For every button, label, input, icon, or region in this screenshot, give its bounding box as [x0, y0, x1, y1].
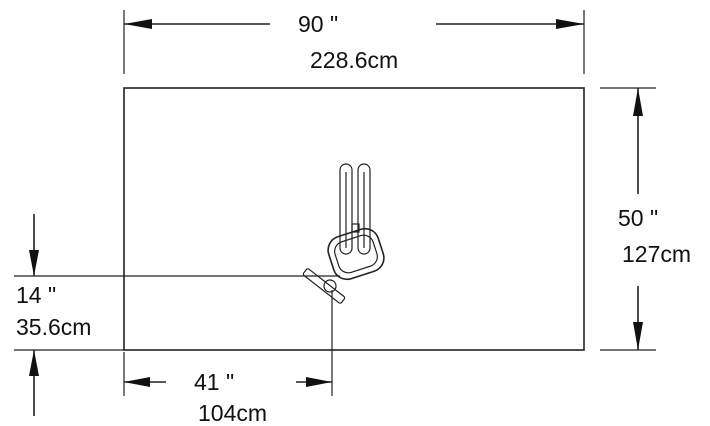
- offset-horizontal-dimension: 41 " 104cm: [123, 290, 333, 426]
- depth-dimension: 50 " 127cm: [600, 87, 691, 351]
- offset-horizontal-arrow-right: [306, 377, 332, 387]
- offset-vertical-arrow-bottom: [29, 350, 39, 376]
- offset-vertical-cm-label: 35.6cm: [16, 314, 91, 340]
- depth-inches-label: 50 ": [618, 205, 658, 231]
- depth-arrow-top: [633, 88, 643, 116]
- width-arrow-right: [556, 19, 584, 29]
- depth-arrow-bottom: [633, 322, 643, 350]
- depth-cm-label: 127cm: [622, 241, 691, 267]
- offset-vertical-arrow-top: [29, 250, 39, 276]
- equipment-base-inner: [334, 234, 378, 274]
- offset-horizontal-arrow-left: [124, 377, 150, 387]
- offset-horizontal-inches-label: 41 ": [194, 369, 234, 395]
- width-dimension: 90 " 228.6cm: [123, 10, 585, 74]
- offset-vertical-dimension: 14 " 35.6cm: [14, 214, 340, 416]
- offset-horizontal-cm-label: 104cm: [198, 400, 267, 426]
- equipment-rail-right: [357, 163, 371, 255]
- equipment-top-view-icon: [302, 163, 385, 304]
- equipment-pivot-circle: [323, 279, 337, 293]
- equipment-base-outer: [327, 227, 385, 281]
- width-cm-label: 228.6cm: [310, 47, 398, 73]
- equipment-rail-left: [339, 163, 353, 255]
- width-inches-label: 90 ": [298, 11, 338, 37]
- width-arrow-left: [124, 19, 152, 29]
- equipment-handle-bar: [302, 268, 346, 304]
- equipment-connector: [351, 223, 360, 233]
- room-outline: [123, 87, 585, 351]
- offset-vertical-inches-label: 14 ": [16, 282, 56, 308]
